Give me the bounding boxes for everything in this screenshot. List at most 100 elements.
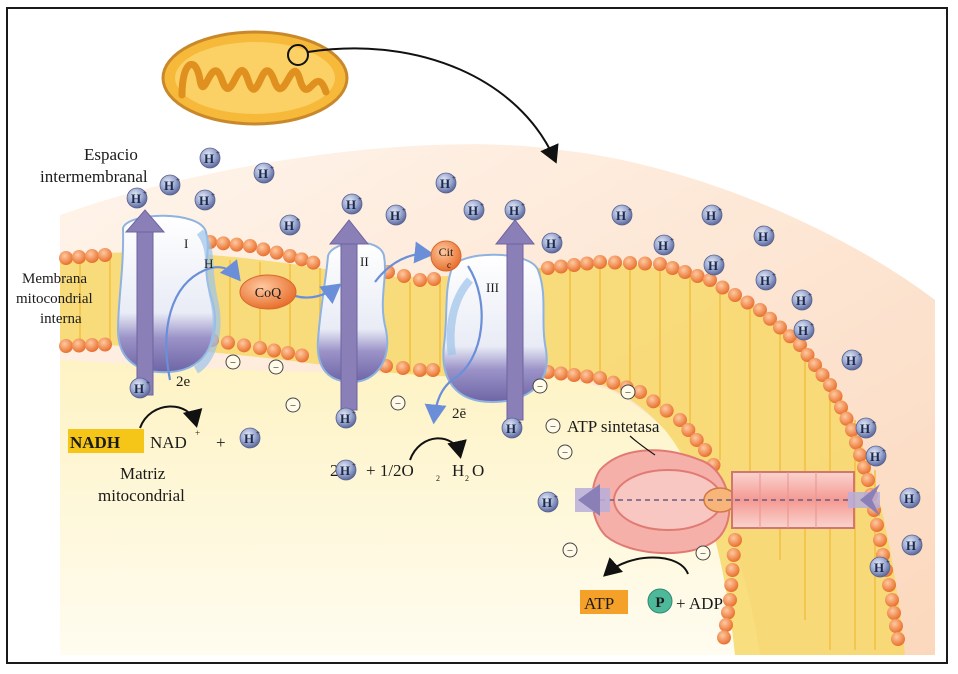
lipid-head	[580, 369, 594, 384]
nadh-reaction: NADH NAD + +	[68, 405, 226, 453]
proton-charge: +	[143, 189, 147, 197]
lipid-head	[845, 423, 859, 437]
proton-icon: H+	[279, 214, 301, 236]
plus-sign: +	[216, 433, 226, 452]
lipid-head	[256, 242, 271, 257]
proton-symbol: H	[874, 560, 884, 575]
lipid-head	[85, 338, 99, 352]
proton-charge: +	[402, 206, 406, 214]
phosphate-label: P	[655, 595, 664, 611]
proton-icon: H+	[755, 269, 777, 291]
proton-symbol: H	[546, 236, 556, 251]
proton-icon: H+	[194, 189, 216, 211]
lipid-head	[243, 239, 257, 253]
lipid-head	[726, 548, 741, 562]
lipid-head	[665, 261, 680, 275]
cit-sub-label: c	[447, 260, 451, 270]
lipid-head	[98, 337, 112, 352]
lipid-head	[763, 311, 777, 326]
matrix-region	[60, 360, 760, 655]
negative-charge-symbol: −	[290, 400, 296, 412]
lipid-head	[653, 257, 667, 271]
nadh-label: NADH	[70, 433, 120, 452]
proton-symbol: H	[798, 323, 808, 338]
lipid-head	[740, 295, 755, 310]
proton-charge: +	[882, 447, 886, 455]
lipid-head	[861, 473, 875, 487]
lipid-head	[567, 258, 581, 272]
proton-charge: +	[628, 206, 632, 214]
proton-icon: H+	[335, 459, 357, 481]
negative-charge-symbol: −	[700, 548, 706, 560]
proton-icon: H+	[126, 187, 148, 209]
proton-symbol: H	[509, 203, 519, 218]
lipid-head	[793, 338, 807, 352]
lipid-head	[72, 250, 86, 264]
proton-charge: +	[886, 558, 890, 566]
proton-icon: H+	[653, 234, 675, 256]
membrane-inner-leaflet	[59, 333, 742, 645]
lipid-head	[719, 618, 733, 632]
lipid-head	[690, 269, 705, 283]
coq-label: CoQ	[255, 286, 281, 301]
membrane-outer-leaflet	[59, 235, 905, 646]
proton-icon: H+	[537, 491, 559, 513]
h2o-subscript: 2	[465, 474, 469, 483]
mitocondrial-label: mitocondrial	[16, 291, 93, 307]
proton-icon: H+	[501, 417, 523, 439]
proton-symbol: H	[284, 218, 294, 233]
negative-charge-icon	[268, 359, 284, 375]
proton-charge: +	[352, 461, 356, 469]
negative-charge-icon	[695, 545, 711, 561]
lipid-head	[773, 320, 787, 335]
negative-charge-icon	[620, 384, 636, 400]
negative-charge-symbol: −	[230, 357, 236, 369]
lipid-head	[857, 460, 871, 475]
proton-charge: +	[872, 419, 876, 427]
nad-charge: +	[195, 428, 200, 438]
proton-charge: +	[352, 409, 356, 417]
lipid-head	[216, 236, 231, 251]
intermembranal-label: intermembranal	[40, 167, 148, 186]
lipid-head	[397, 269, 411, 283]
lipid-head	[728, 533, 742, 547]
lipid-head	[623, 256, 637, 270]
lipid-head	[427, 272, 441, 286]
lipid-head	[715, 280, 730, 295]
lipid-head	[646, 394, 661, 409]
h-small-label: H	[204, 256, 213, 271]
lipid-head	[267, 343, 281, 358]
negative-charge-symbol: −	[273, 362, 279, 374]
negative-charge-icon	[225, 354, 241, 370]
lipid-head	[221, 335, 235, 350]
proton-charge: +	[670, 236, 674, 244]
proton-symbol: H	[340, 411, 350, 426]
proton-icon: H+	[899, 487, 921, 509]
electrons-label-1: 2e	[176, 374, 191, 390]
lipid-head	[703, 273, 717, 287]
proton-charge: +	[858, 351, 862, 359]
lipid-head	[828, 389, 843, 404]
atp-reaction: ATP P + ADP	[580, 556, 723, 614]
lipid-head	[870, 518, 884, 532]
proton-icon: H+	[701, 204, 723, 226]
nad-label: NAD	[150, 433, 187, 452]
proton-symbol: H	[616, 208, 626, 223]
proton-symbol: H	[134, 381, 144, 396]
lipid-head	[659, 403, 674, 418]
lipid-head	[728, 288, 742, 302]
proton-charge: +	[918, 536, 922, 544]
proton-symbol: H	[906, 538, 916, 553]
proton-charge: +	[772, 271, 776, 279]
espacio-label: Espacio	[84, 145, 138, 164]
complex-ii-label: II	[360, 254, 369, 269]
proton-charge: +	[256, 429, 260, 437]
proton-symbol: H	[346, 197, 356, 212]
lipid-head	[59, 251, 73, 265]
lipid-head	[253, 341, 267, 355]
lipid-head	[269, 245, 284, 260]
lipid-head	[815, 368, 830, 382]
zoom-arrow	[307, 47, 559, 164]
proton-icon: H+	[869, 556, 891, 578]
